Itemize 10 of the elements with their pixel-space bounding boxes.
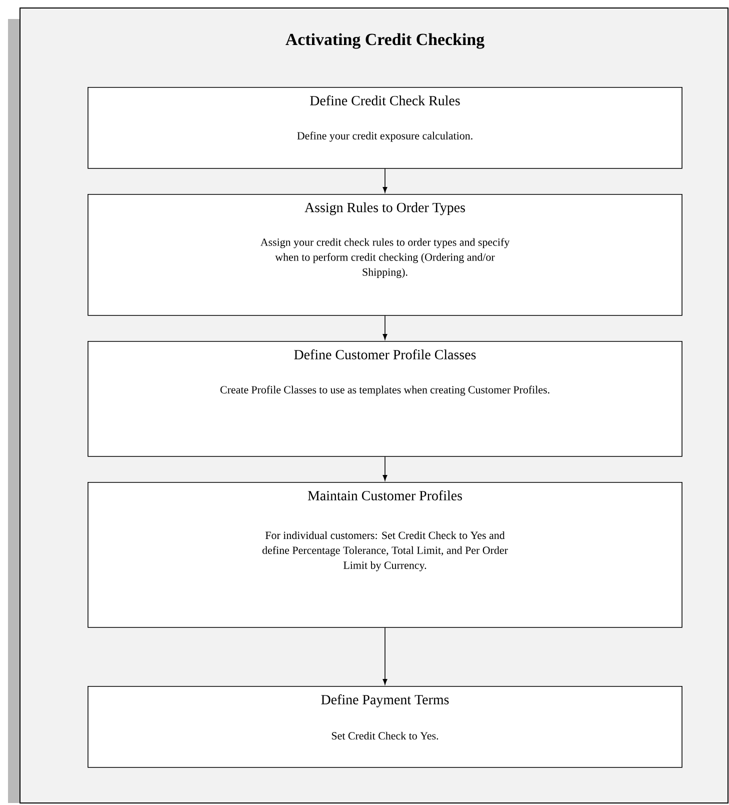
process-box: Define Customer Profile Classes Create Profile Classes to use as templates when creating Customer Profiles.: [88, 341, 682, 457]
title: Activating Credit Checking: [286, 33, 484, 49]
arrow: [382, 456, 388, 481]
process-box: Maintain Customer Profiles For individual customers: Set Credit Check to Yes and define Percentage Tolerance, Total Limit, and Per Order Limit by Currency.: [88, 482, 682, 628]
arrow: [382, 315, 388, 340]
process-box: Define Credit Check Rules Define your credit exposure calculation.: [88, 87, 682, 169]
arrow: [382, 168, 388, 193]
process-box: Assign Rules to Order Types Assign your credit check rules to order types and specify when to perform credit checking (Ordering and/or Shipping).: [88, 194, 682, 316]
process-box: Define Payment Terms Set Credit Check to Yes.: [88, 686, 682, 768]
arrow: [382, 627, 388, 685]
